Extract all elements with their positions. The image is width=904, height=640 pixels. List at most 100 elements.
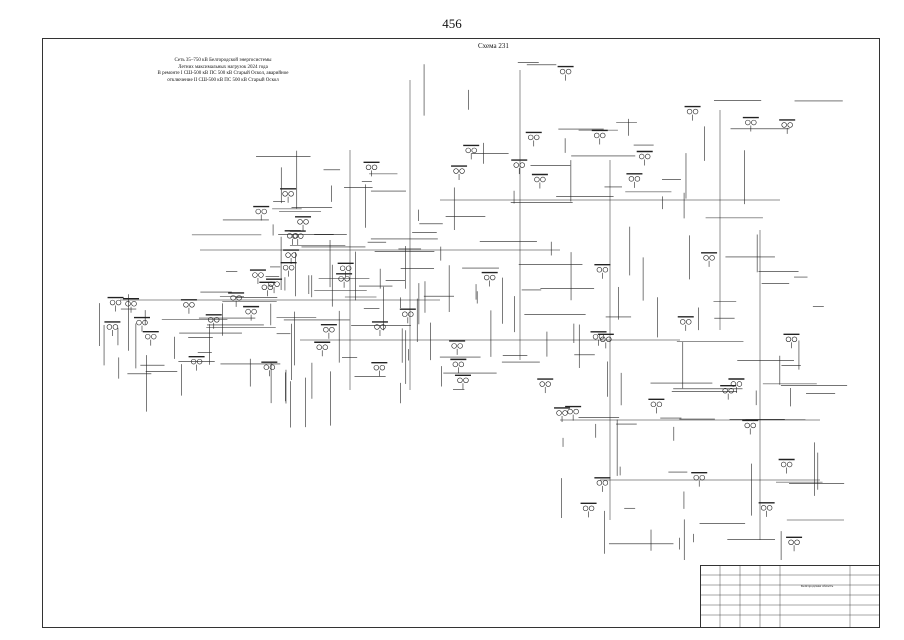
transformer-winding (285, 252, 291, 258)
transformer-winding (766, 505, 773, 511)
transformer-winding (709, 255, 715, 261)
transformer-winding (408, 311, 414, 317)
transformer-winding (539, 381, 545, 387)
transformer-winding (692, 108, 699, 115)
transformer-winding (236, 295, 242, 301)
transformer-winding (760, 505, 767, 511)
transformer-winding (693, 474, 699, 481)
transformer-winding (556, 410, 562, 416)
transformer-winding (190, 358, 197, 365)
transformer-winding (573, 408, 579, 415)
transformer-winding (650, 401, 657, 408)
diagram-header: Сеть 35–750 кВ Белгородской энергосистем… (118, 58, 328, 84)
transformer-winding (634, 176, 641, 182)
transformer-winding (261, 284, 268, 290)
transformer-winding (598, 334, 605, 340)
transformer-winding (189, 302, 195, 308)
transformer-winding (785, 336, 792, 342)
transformer-winding (451, 343, 457, 349)
transformer-winding (483, 274, 490, 281)
transformer-winding (736, 381, 743, 387)
transformer-winding (245, 308, 251, 315)
transformer-winding (787, 122, 793, 128)
transformer-winding (600, 336, 606, 343)
transformer-winding (639, 153, 645, 160)
transformer-winding (214, 317, 220, 323)
transformer-winding (268, 281, 274, 287)
transformer-winding (596, 480, 603, 486)
transformer-winding (297, 219, 303, 225)
transformer-winding (794, 539, 800, 546)
transformer-winding (255, 208, 261, 215)
transformer-winding (288, 191, 294, 197)
title-stamp: Белгородская область (700, 565, 880, 628)
transformer-winding (596, 267, 603, 273)
transformer-winding (602, 480, 609, 486)
transformer-winding (780, 461, 787, 468)
transformer-winding (196, 358, 203, 365)
transformer-winding (316, 344, 322, 350)
transformer-winding (606, 336, 612, 343)
transformer-winding (145, 333, 151, 340)
transformer-winding (457, 343, 463, 349)
transformer-winding (686, 319, 692, 325)
transformer-winding (151, 333, 157, 340)
transformer-winding (125, 301, 131, 307)
transformer-winding (365, 164, 372, 171)
transformer-winding (602, 267, 609, 273)
transformer-winding (562, 410, 568, 416)
transformer-winding (136, 319, 142, 326)
transformer-winding (656, 401, 663, 408)
transformer-winding (329, 327, 335, 333)
transformer-winding (781, 122, 787, 128)
transformer-winding (230, 295, 236, 301)
transformer-winding (371, 164, 378, 171)
transformer-winding (582, 505, 589, 512)
transformer-winding (339, 265, 346, 271)
transformer-winding (261, 208, 267, 215)
transformer-winding (471, 147, 477, 154)
transformer-winding (379, 364, 386, 371)
header-line: отключение II СШ-500 кВ ПС 500 кВ Старый… (167, 77, 279, 83)
transformer-winding (263, 364, 270, 370)
transformer-winding (540, 176, 546, 183)
transformer-winding (463, 377, 469, 383)
transformer-winding (703, 255, 709, 261)
transformer-winding (142, 319, 148, 326)
transformer-winding (534, 134, 540, 141)
transformer-winding (592, 334, 599, 340)
header-line: Сеть 35–750 кВ Белгородской энергосистем… (174, 58, 272, 63)
transformer-winding (322, 344, 328, 350)
transformer-winding (534, 176, 540, 183)
transformer-winding (374, 324, 380, 330)
transformer-winding (252, 272, 258, 278)
transformer-winding (545, 381, 551, 387)
transformer-winding (282, 264, 289, 271)
transformer-winding (291, 252, 297, 258)
transformer-winding (373, 364, 380, 371)
transformer-winding (528, 134, 534, 141)
transformer-winding (686, 108, 693, 115)
transformer-winding (282, 191, 288, 197)
transformer-winding (565, 68, 572, 75)
drawing-frame (42, 38, 880, 628)
transformer-winding (251, 308, 257, 315)
transformer-winding (457, 377, 463, 383)
transformer-winding (751, 119, 757, 126)
transformer-winding (109, 299, 116, 306)
transformer-winding (286, 233, 293, 239)
transformer-winding (722, 387, 728, 394)
transformer-winding (594, 132, 600, 139)
transformer-winding (788, 539, 794, 546)
transformer-winding (258, 272, 264, 278)
transformer-winding (465, 147, 471, 154)
transformer-winding (208, 317, 214, 323)
header-line: Летних максимальных нагрузок 2024 года (178, 64, 268, 70)
transformer-winding (745, 119, 751, 126)
transformer-winding (131, 301, 137, 307)
scheme-label: Схема 231 (478, 42, 509, 50)
transformer-winding (513, 162, 519, 168)
header-line: В ремонте I СШ-500 кВ ПС 500 кВ Старый О… (157, 71, 289, 76)
transformer-winding (292, 233, 299, 239)
